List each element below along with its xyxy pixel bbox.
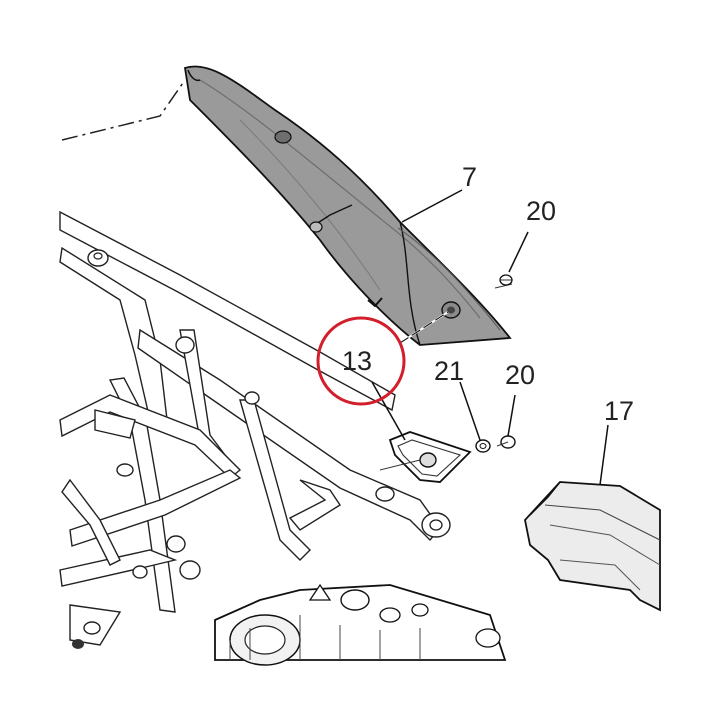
engine-block — [214, 583, 507, 666]
callout-20-lower: 20 — [505, 360, 535, 390]
callout-20-upper: 20 — [526, 196, 556, 226]
leader-20-upper — [508, 231, 529, 273]
air-duct-part-17 — [524, 481, 661, 612]
motorcycle-frame — [59, 210, 451, 649]
callout-13: 13 — [342, 346, 372, 376]
callout-21: 21 — [434, 356, 464, 386]
leader-20-lower — [507, 394, 516, 437]
leader-21 — [459, 381, 481, 441]
bracket-part-13 — [379, 431, 472, 483]
callout-7: 7 — [462, 162, 477, 192]
screw-part-20-upper — [494, 274, 513, 289]
leader-13 — [371, 381, 406, 441]
leader-17 — [599, 424, 609, 486]
side-cover-panel-part-7 — [183, 65, 512, 346]
leader-7 — [401, 189, 463, 223]
washer-part-21 — [475, 439, 491, 453]
callout-17: 17 — [604, 396, 634, 426]
dashed-leader-line — [61, 79, 186, 141]
screw-part-20-lower — [496, 435, 516, 449]
highlight-circle — [316, 316, 406, 406]
leader-lines — [371, 189, 609, 486]
